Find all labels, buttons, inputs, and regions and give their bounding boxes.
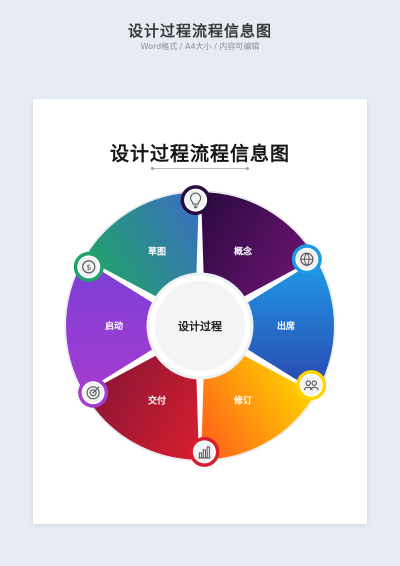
svg-text:$: $ — [86, 263, 91, 272]
document-page: 设计过程流程信息图 $ 概念出席修订 交付 启动 草图 设计过程 — [33, 99, 367, 524]
center-label: 设计过程 — [178, 319, 222, 333]
segment-label-4: 交付 — [148, 394, 166, 406]
segment-label-1: 概念 — [234, 246, 252, 258]
globe-icon — [291, 244, 322, 275]
segment-label-6: 草图 — [148, 246, 166, 258]
segment-label-3: 修订 — [233, 394, 252, 406]
page-header: 设计过程流程信息图 Word格式 / A4大小 / 内容可编辑 — [0, 0, 400, 80]
bar-chart-icon — [189, 436, 220, 467]
header-title: 设计过程流程信息图 — [127, 22, 272, 40]
document-title: 设计过程流程信息图 — [109, 143, 290, 165]
segment-5 — [66, 260, 190, 392]
people-icon — [296, 370, 327, 401]
coin-icon: $ — [73, 251, 104, 282]
center-hub: 设计过程 — [146, 272, 254, 380]
segment-2 — [210, 260, 334, 392]
header-subtitle: Word格式 / A4大小 / 内容可编辑 — [140, 42, 260, 51]
segment-label-2: 出席 — [277, 320, 295, 332]
title-underline — [151, 167, 249, 171]
segment-label-5: 启动 — [105, 320, 123, 332]
lightbulb-icon — [180, 185, 211, 216]
target-icon — [78, 377, 109, 408]
